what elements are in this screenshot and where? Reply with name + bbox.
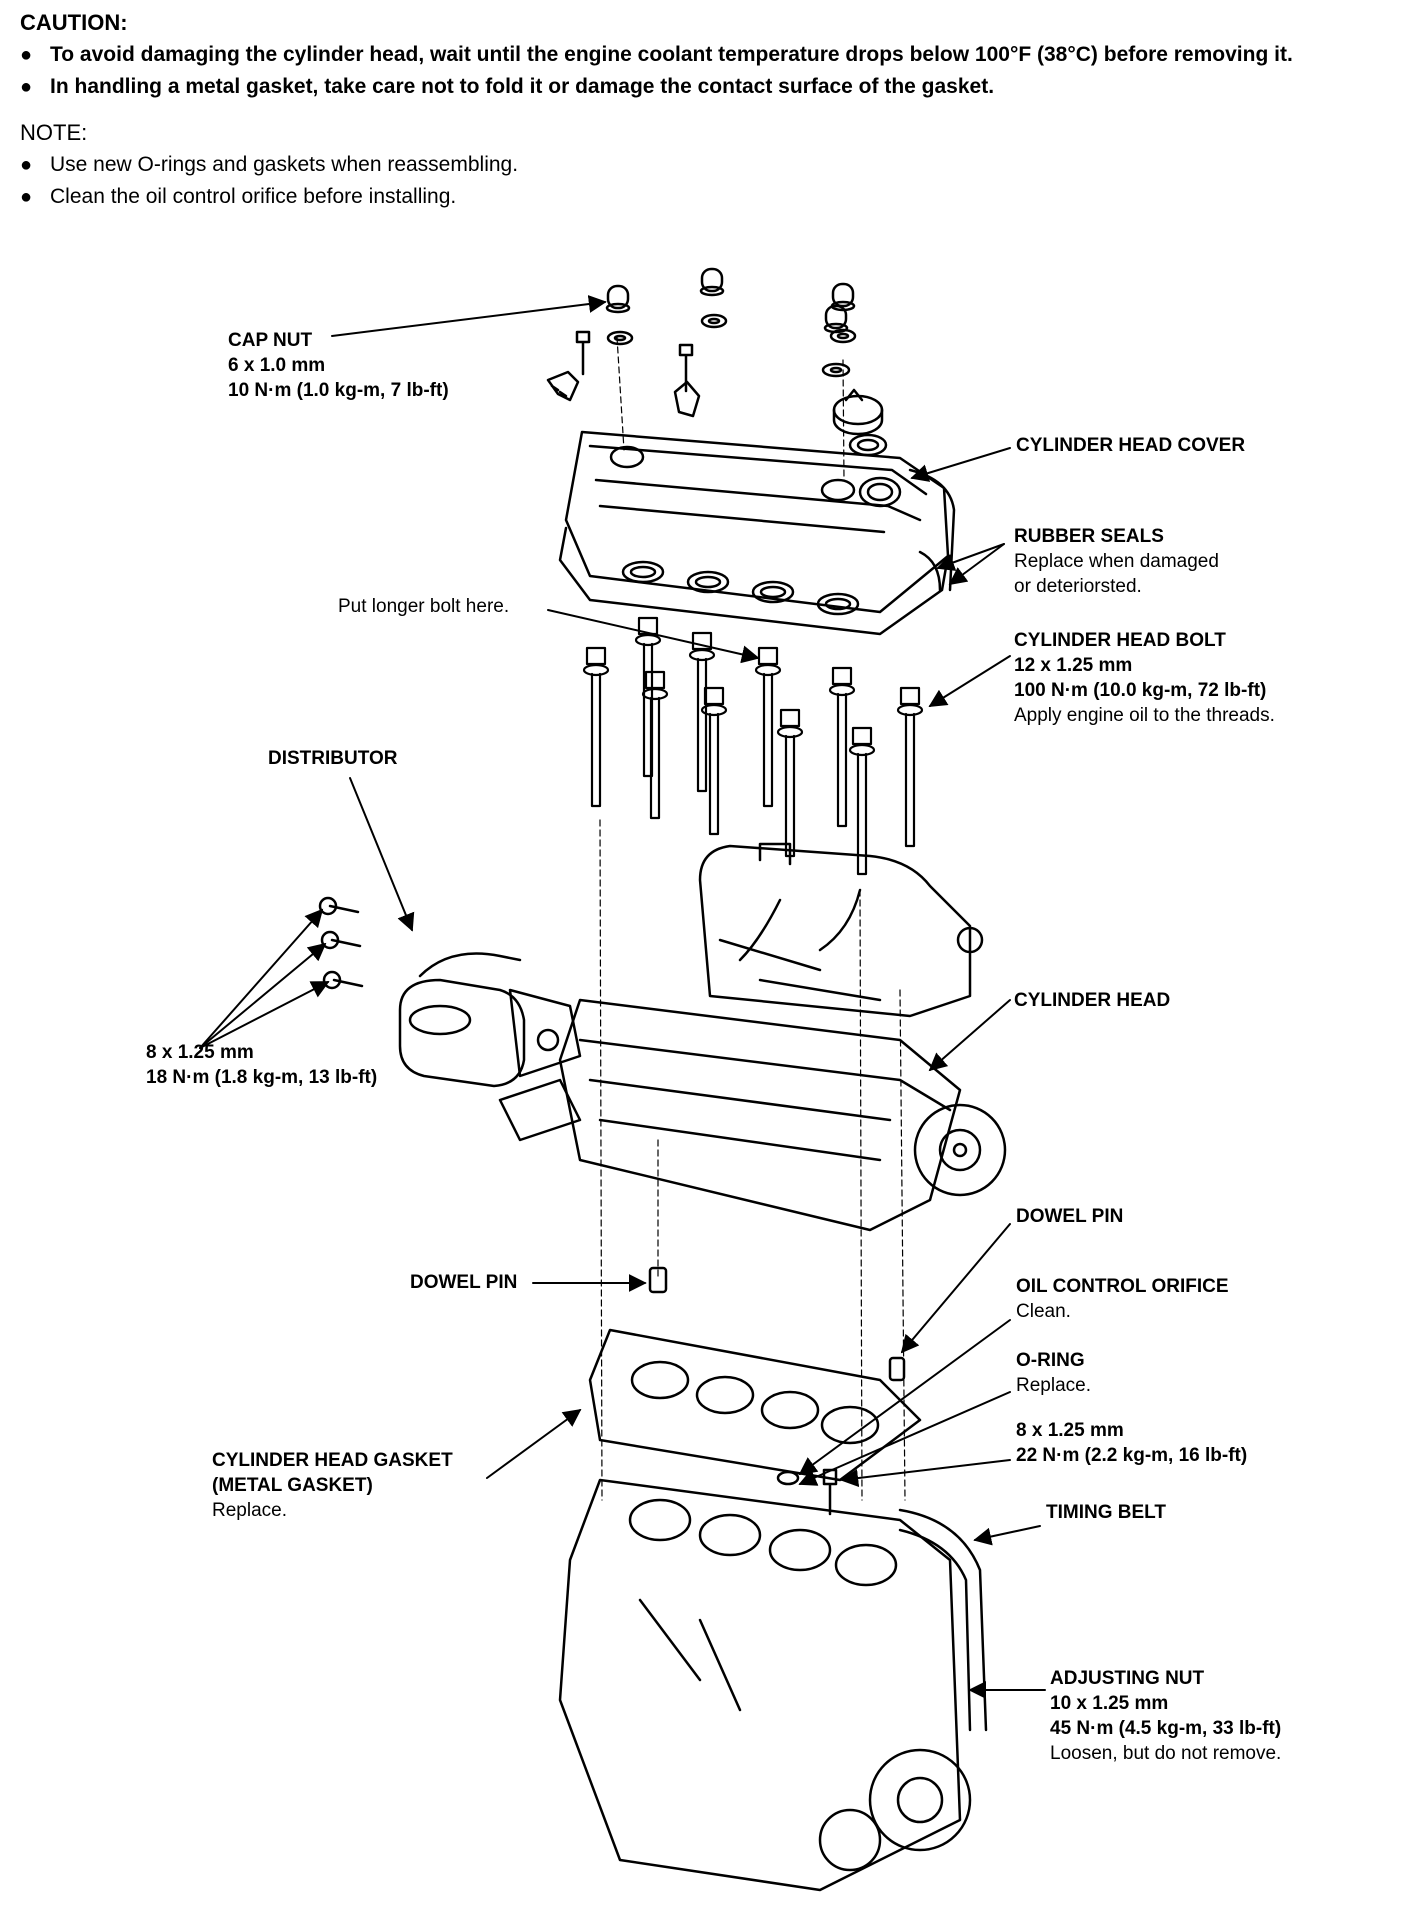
adjusting-nut-label: ADJUSTING NUT 10 x 1.25 mm 45 N·m (4.5 k… xyxy=(1050,1666,1281,1766)
leader-orifice-bolt xyxy=(840,1459,1011,1488)
orifice-bolt-spec1: 8 x 1.25 mm xyxy=(1016,1420,1124,1441)
leader-cap-nut xyxy=(331,295,607,337)
caution-title: CAUTION: xyxy=(20,10,128,35)
dowel-pin-right-title: DOWEL PIN xyxy=(1016,1206,1124,1227)
o-ring-title: O-RING xyxy=(1016,1350,1085,1371)
adjusting-nut-title: ADJUSTING NUT xyxy=(1050,1668,1205,1689)
leader-o-ring xyxy=(798,1391,1011,1486)
dowel-pin-left-label: DOWEL PIN xyxy=(410,1270,517,1295)
leader-dowel-right xyxy=(900,1223,1011,1354)
intake-assembly xyxy=(698,842,984,1018)
distributor-label: DISTRIBUTOR xyxy=(268,746,397,771)
caution-list: To avoid damaging the cylinder head, wai… xyxy=(20,42,1400,100)
longer-bolt-label: Put longer bolt here. xyxy=(338,594,509,619)
rubber-seals-desc1: Replace when damaged xyxy=(1014,551,1219,572)
timing-belt-title: TIMING BELT xyxy=(1046,1502,1166,1523)
engine-block xyxy=(558,1478,988,1892)
gasket-title2: (METAL GASKET) xyxy=(212,1475,373,1496)
leader-seal-1 xyxy=(936,543,1005,571)
gasket-desc: Replace. xyxy=(212,1500,287,1521)
cylinder-head-bolt-spec1: 12 x 1.25 mm xyxy=(1014,655,1133,676)
leader-distributor xyxy=(349,777,415,932)
orifice-bolt-label: 8 x 1.25 mm 22 N·m (2.2 kg-m, 16 lb-ft) xyxy=(1016,1418,1247,1468)
cylinder-head-label: CYLINDER HEAD xyxy=(1014,988,1170,1013)
alignment-lines xyxy=(599,336,906,1501)
head-gasket-part xyxy=(588,1328,922,1482)
note-item: Clean the oil control orifice before ins… xyxy=(20,184,1400,210)
notes-block: CAUTION: To avoid damaging the cylinder … xyxy=(20,8,1400,216)
leader-gasket xyxy=(486,1408,582,1479)
leader-orifice xyxy=(798,1319,1011,1476)
leader-seal-2 xyxy=(948,543,1005,586)
o-ring-label: O-RING Replace. xyxy=(1016,1348,1091,1398)
gasket-label: CYLINDER HEAD GASKET (METAL GASKET) Repl… xyxy=(212,1448,453,1523)
cap-nuts xyxy=(605,267,857,378)
rubber-seals-desc2: or deteriorsted. xyxy=(1014,576,1142,597)
cylinder-head-cover xyxy=(558,430,956,636)
cap-nut-label: CAP NUT 6 x 1.0 mm 10 N·m (1.0 kg-m, 7 l… xyxy=(228,328,449,403)
leader-cylinder-head xyxy=(928,999,1011,1072)
distributor-bolts-label: 8 x 1.25 mm 18 N·m (1.8 kg-m, 13 lb-ft) xyxy=(146,1040,377,1090)
cylinder-head-title: CYLINDER HEAD xyxy=(1014,990,1171,1011)
o-ring-desc: Replace. xyxy=(1016,1375,1091,1396)
oil-control-orifice-desc: Clean. xyxy=(1016,1301,1071,1322)
oil-control-orifice-title: OIL CONTROL ORIFICE xyxy=(1016,1276,1229,1297)
leader-head-bolt xyxy=(928,655,1011,707)
cylinder-head-part xyxy=(498,998,1007,1232)
leader-timing-belt xyxy=(973,1525,1041,1546)
leader-lines xyxy=(199,295,1046,1699)
dowel-pins xyxy=(648,1266,906,1516)
leader-cover xyxy=(910,447,1011,482)
cylinder-head-bolts xyxy=(582,616,924,876)
cylinder-head-bolt-title: CYLINDER HEAD BOLT xyxy=(1014,630,1226,651)
cylinder-head-bolt-desc: Apply engine oil to the threads. xyxy=(1014,705,1275,726)
dowel-pin-left-title: DOWEL PIN xyxy=(410,1272,518,1293)
distributor-bolts-spec1: 8 x 1.25 mm xyxy=(146,1042,254,1063)
gasket-title1: CYLINDER HEAD GASKET xyxy=(212,1450,453,1471)
note-title: NOTE: xyxy=(20,120,88,145)
distributor-title: DISTRIBUTOR xyxy=(268,748,398,769)
distributor-bolts-spec2: 18 N·m (1.8 kg-m, 13 lb-ft) xyxy=(146,1067,378,1088)
cover-bolts xyxy=(546,330,701,418)
cap-nut-spec1: 6 x 1.0 mm xyxy=(228,355,326,376)
cylinder-head-cover-label: CYLINDER HEAD COVER xyxy=(1016,433,1245,458)
cylinder-head-bolt-spec2: 100 N·m (10.0 kg-m, 72 lb-ft) xyxy=(1014,680,1267,701)
cap-nut-spec2: 10 N·m (1.0 kg-m, 7 lb-ft) xyxy=(228,380,449,401)
timing-belt-label: TIMING BELT xyxy=(1046,1500,1166,1525)
note-list: Use new O-rings and gaskets when reassem… xyxy=(20,152,1400,210)
cylinder-head-bolt-label: CYLINDER HEAD BOLT 12 x 1.25 mm 100 N·m … xyxy=(1014,628,1275,728)
cap-nut-title: CAP NUT xyxy=(228,330,313,351)
cylinder-head-cover-title: CYLINDER HEAD COVER xyxy=(1016,435,1246,456)
leader-longer-bolt xyxy=(547,609,760,664)
rubber-seals-title: RUBBER SEALS xyxy=(1014,526,1164,547)
orifice-bolt-spec2: 22 N·m (2.2 kg-m, 16 lb-ft) xyxy=(1016,1445,1248,1466)
adjusting-nut-desc: Loosen, but do not remove. xyxy=(1050,1743,1282,1764)
adjusting-nut-spec1: 10 x 1.25 mm xyxy=(1050,1693,1169,1714)
dowel-pin-right-label: DOWEL PIN xyxy=(1016,1204,1123,1229)
longer-bolt-text: Put longer bolt here. xyxy=(338,596,510,617)
note-item: Use new O-rings and gaskets when reassem… xyxy=(20,152,1400,178)
rubber-seals-label: RUBBER SEALS Replace when damaged or det… xyxy=(1014,524,1219,599)
distributor-part xyxy=(318,896,582,1088)
adjusting-nut-spec2: 45 N·m (4.5 kg-m, 33 lb-ft) xyxy=(1050,1718,1282,1739)
caution-item: In handling a metal gasket, take care no… xyxy=(20,74,1400,100)
oil-filler-cap xyxy=(832,388,888,457)
leader-bolt-3 xyxy=(199,981,330,1049)
leader-bolt-2 xyxy=(199,942,327,1049)
leader-bolt-1 xyxy=(199,908,324,1049)
oil-control-orifice-label: OIL CONTROL ORIFICE Clean. xyxy=(1016,1274,1229,1324)
caution-item: To avoid damaging the cylinder head, wai… xyxy=(20,42,1400,68)
